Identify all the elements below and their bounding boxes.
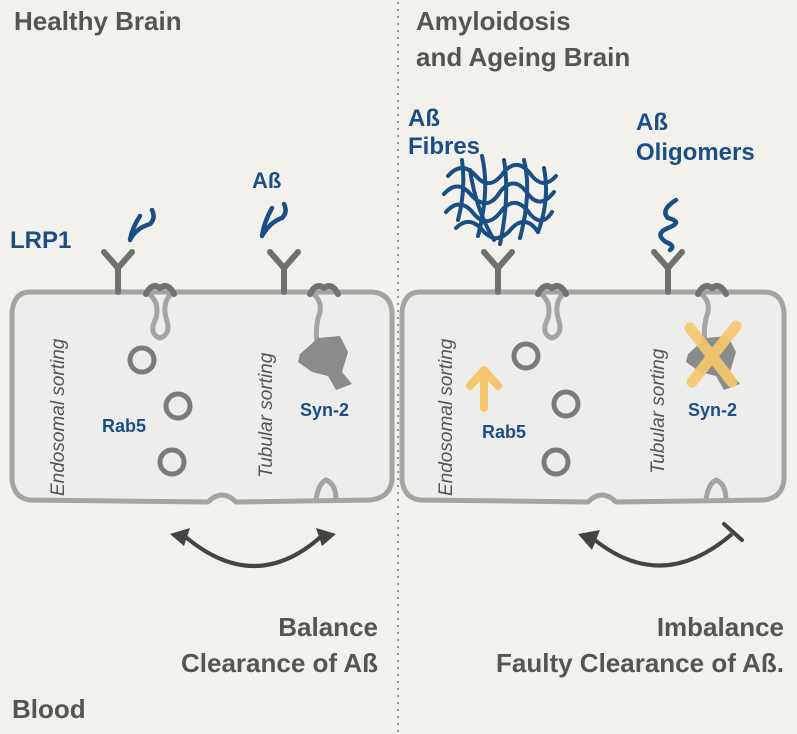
blood-label: Blood <box>12 694 86 724</box>
right-imbalance-arrow <box>588 532 734 568</box>
left-balance-arrow <box>178 530 328 568</box>
left-syn2-label: Syn-2 <box>300 400 349 420</box>
rab5-increase-arrow-icon <box>466 366 502 412</box>
left-abeta-label: Aß <box>252 168 281 193</box>
left-syn2-aggregate <box>298 336 352 390</box>
right-title-line1: Amyloidosis <box>416 6 571 36</box>
right-fibres-line2: Fibres <box>408 133 480 160</box>
left-tubular-label: Tubular sorting <box>256 352 277 478</box>
right-lrp1-receptor-1 <box>481 249 515 295</box>
right-membrane-receptor-loop <box>535 283 729 297</box>
right-rab5-vesicle-3 <box>541 447 571 477</box>
right-lrp1-receptor-2 <box>651 249 685 295</box>
left-bottom-notch <box>313 477 339 503</box>
left-endosomal-label: Endosomal sorting <box>48 338 69 496</box>
left-rab5-vesicle-2 <box>163 391 193 421</box>
right-summary-line2: Faulty Clearance of Aß. <box>496 648 784 678</box>
right-title-line2: and Ageing Brain <box>416 42 630 72</box>
right-oligomers-line2: Oligomers <box>636 139 755 166</box>
right-oligomers-line1: Aß <box>636 109 668 136</box>
right-bottom-notch <box>703 477 729 503</box>
left-abeta-monomer-1 <box>127 207 156 243</box>
right-arrowhead-left <box>578 530 600 550</box>
left-rab5-label: Rab5 <box>102 416 146 436</box>
left-title: Healthy Brain <box>14 6 182 36</box>
right-syn2-blocked-x-icon <box>684 320 742 388</box>
left-summary-line1: Balance <box>278 612 378 642</box>
right-syn2-label: Syn-2 <box>688 400 737 420</box>
left-summary-line2: Clearance of Aß <box>181 648 378 678</box>
right-summary-line1: Imbalance <box>657 612 784 642</box>
right-rab5-label: Rab5 <box>482 422 526 442</box>
left-membrane-receptor-loop <box>143 283 341 297</box>
right-pit-endosomal <box>537 290 567 341</box>
right-tubular-label: Tubular sorting <box>648 348 669 474</box>
right-endosomal-label: Endosomal sorting <box>436 338 457 496</box>
right-rab5-vesicle-2 <box>551 389 581 419</box>
left-rab5-vesicle-1 <box>127 345 157 375</box>
right-fibres-line1: Aß <box>408 105 440 132</box>
right-pit-tubular <box>697 290 711 353</box>
right-rab5-vesicle-1 <box>511 341 541 371</box>
left-pit-endosomal <box>145 290 175 341</box>
left-pit-tubular <box>309 290 323 353</box>
right-inhibition-bar <box>722 522 744 542</box>
left-lrp1-receptor-1 <box>101 249 135 295</box>
right-cell <box>399 289 787 505</box>
left-lrp1-label: LRP1 <box>10 227 71 254</box>
right-abeta-fibres <box>442 154 558 246</box>
left-rab5-vesicle-3 <box>157 447 187 477</box>
left-abeta-monomer-2 <box>259 201 288 239</box>
left-lrp1-receptor-2 <box>267 249 301 295</box>
left-arrowhead-right <box>316 528 336 546</box>
left-cell <box>9 289 395 505</box>
right-abeta-oligomer <box>658 197 679 253</box>
left-arrowhead-left <box>170 528 190 546</box>
